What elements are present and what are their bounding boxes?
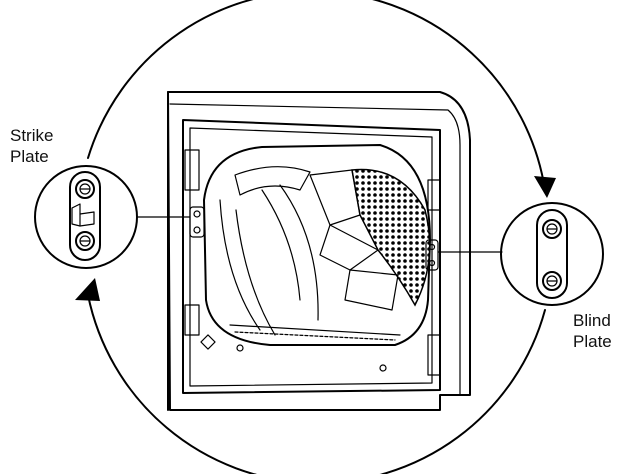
strike-plate-label-line1: Strike (10, 126, 53, 145)
strike-plate-location (189, 206, 205, 238)
rotation-arrow-icon (75, 0, 556, 474)
blind-plate-label-line1: Blind (573, 311, 611, 330)
blind-plate-label-line2: Plate (573, 332, 612, 351)
dryer-cabinet (167, 91, 471, 411)
blind-plate-location (425, 239, 439, 271)
dryer-drum (203, 144, 431, 346)
blind-plate-detail (500, 202, 604, 306)
strike-plate-label-line2: Plate (10, 147, 49, 166)
strike-plate-detail (34, 165, 138, 269)
